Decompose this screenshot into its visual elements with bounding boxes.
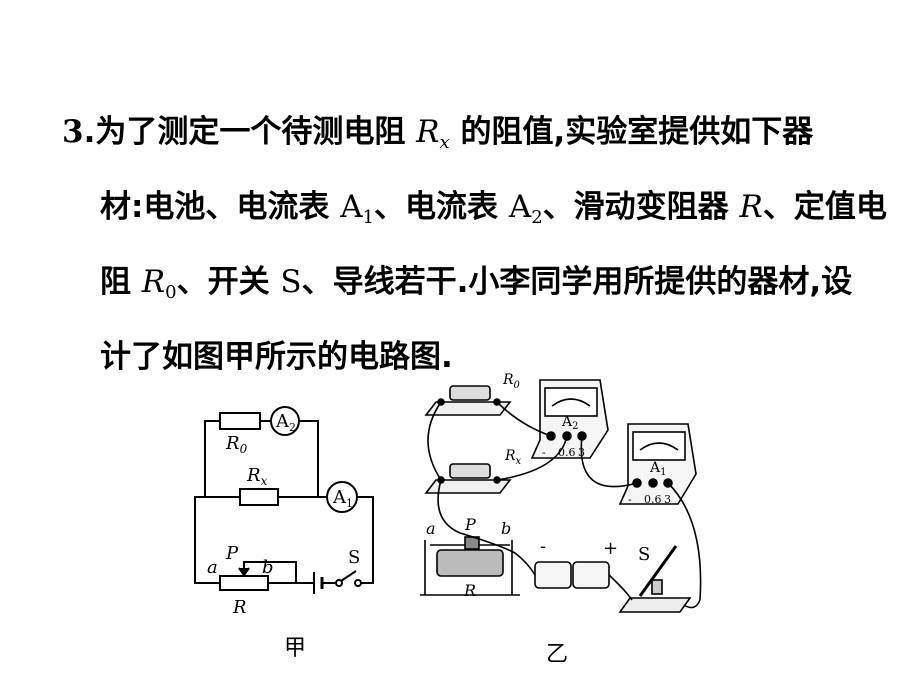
svg-text:R0: R0 bbox=[225, 433, 248, 456]
svg-text:Rx: Rx bbox=[504, 448, 522, 467]
a1-symbol: A bbox=[340, 189, 363, 225]
problem-number: 3 bbox=[62, 114, 84, 150]
wire bbox=[299, 420, 319, 497]
a2-symbol: A bbox=[508, 189, 532, 225]
label-r: R bbox=[232, 597, 247, 618]
svg-text:-: - bbox=[542, 446, 546, 459]
r0-symbol: R bbox=[141, 264, 166, 300]
svg-text:a: a bbox=[426, 519, 436, 538]
battery-cell bbox=[572, 561, 610, 589]
caption-jia: 甲 bbox=[284, 636, 307, 661]
label-p: P bbox=[225, 543, 239, 564]
svg-text:R0: R0 bbox=[502, 372, 521, 391]
switch-blade bbox=[638, 545, 678, 597]
caption-yi: 乙 bbox=[546, 642, 569, 667]
slider-arrow bbox=[238, 567, 250, 577]
svg-text:3: 3 bbox=[664, 493, 671, 506]
s-symbol: S bbox=[280, 264, 302, 300]
switch-base bbox=[618, 597, 692, 613]
wire bbox=[580, 435, 638, 488]
ammeter-a2-face bbox=[544, 387, 598, 417]
svg-text:A2: A2 bbox=[275, 411, 296, 434]
rx-symbol: R bbox=[416, 114, 440, 150]
problem-line-2: 材:电池、电流表 A1、电流表 A2、滑动变阻器 R、定值电 bbox=[100, 189, 887, 228]
ammeter-a1-scale bbox=[639, 442, 679, 451]
r-symbol: R bbox=[739, 189, 763, 225]
label-b: b bbox=[262, 557, 274, 578]
rheostat-coil bbox=[436, 549, 504, 577]
ammeter-a1-face bbox=[632, 431, 686, 461]
rx-block bbox=[449, 463, 491, 479]
svg-text:P: P bbox=[464, 515, 476, 534]
rheostat-frame bbox=[420, 540, 520, 596]
problem-line-1: 3.为了测定一个待测电阻 Rx 的阻值,实验室提供如下器 bbox=[62, 114, 814, 153]
svg-text:+: + bbox=[603, 538, 618, 559]
rx-board bbox=[424, 479, 512, 494]
svg-text:-: - bbox=[540, 536, 546, 557]
problem-line-4: 计了如图甲所示的电路图. bbox=[100, 339, 453, 375]
svg-text:R: R bbox=[463, 581, 476, 600]
svg-text:-: - bbox=[628, 493, 632, 506]
switch-blade bbox=[340, 570, 357, 582]
r0-board bbox=[424, 401, 512, 416]
wire bbox=[437, 479, 536, 576]
problem-line-3: 阻 R0、开关 S、导线若干.小李同学用所提供的器材,设 bbox=[100, 264, 853, 303]
svg-text:0.6: 0.6 bbox=[558, 446, 576, 459]
r0-block bbox=[449, 385, 491, 401]
label-s: S bbox=[348, 547, 360, 568]
wire bbox=[427, 401, 442, 481]
svg-text:Rx: Rx bbox=[246, 465, 268, 488]
wire bbox=[496, 435, 568, 481]
wire bbox=[357, 496, 374, 584]
svg-text:b: b bbox=[501, 519, 511, 538]
wire bbox=[194, 496, 220, 584]
a1-terminal-06 bbox=[648, 478, 658, 488]
svg-text:0.6: 0.6 bbox=[644, 493, 662, 506]
wire bbox=[667, 482, 702, 609]
switch-contact bbox=[354, 579, 362, 587]
svg-text:A1: A1 bbox=[332, 487, 353, 510]
svg-text:A2: A2 bbox=[561, 414, 579, 432]
switch-post bbox=[651, 579, 663, 595]
label-a: a bbox=[207, 557, 218, 578]
battery-cell bbox=[534, 561, 572, 589]
svg-text:S: S bbox=[638, 544, 650, 565]
wire bbox=[496, 401, 552, 437]
wire bbox=[608, 574, 633, 601]
wire bbox=[204, 420, 220, 497]
svg-text:3: 3 bbox=[578, 446, 585, 459]
problem-text: 3.为了测定一个待测电阻 Rx 的阻值,实验室提供如下器 材:电池、电流表 A1… bbox=[62, 100, 887, 389]
switch-contact bbox=[335, 579, 343, 587]
ammeter-a2-scale bbox=[551, 398, 591, 407]
svg-text:A1: A1 bbox=[649, 460, 667, 478]
